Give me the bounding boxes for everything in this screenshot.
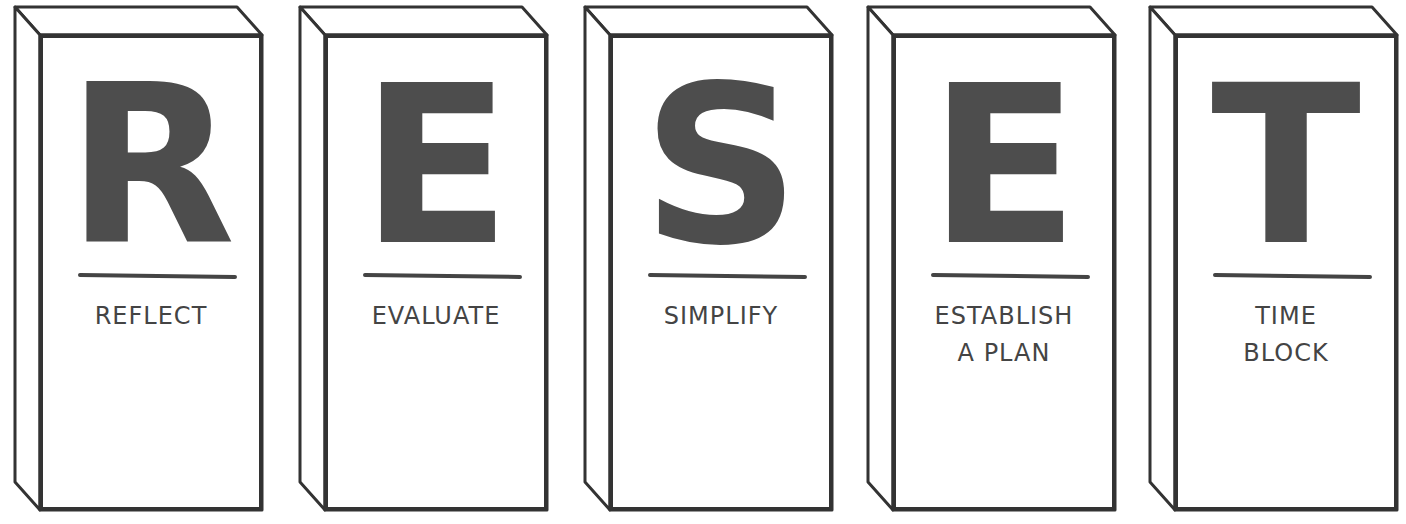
block-label: REFLECT <box>51 298 251 335</box>
block-label: TIME BLOCK <box>1231 298 1341 372</box>
block-side-face <box>1150 7 1175 510</box>
block-label: EVALUATE <box>336 298 536 335</box>
block-letter: E <box>896 56 1112 276</box>
block-label: SIMPLIFY <box>621 298 821 335</box>
block-side-face <box>15 7 40 510</box>
block-front-face <box>893 35 1115 510</box>
block-front-face <box>325 35 547 510</box>
block-side-face <box>300 7 325 510</box>
block-letter: T <box>1178 56 1394 276</box>
block-letter: E <box>328 56 544 276</box>
block-side-face <box>868 7 893 510</box>
block-top-face <box>300 7 547 35</box>
block-front-face <box>40 35 262 510</box>
block-top-face <box>15 7 262 35</box>
block-top-face <box>585 7 832 35</box>
pillar-block: E EVALUATE <box>325 35 547 510</box>
block-top-face <box>1150 7 1397 35</box>
block-letter: R <box>43 56 259 276</box>
block-front-face <box>1175 35 1397 510</box>
pillar-block: S SIMPLIFY <box>610 35 832 510</box>
block-label: ESTABLISH A PLAN <box>932 298 1077 372</box>
pillar-block: T TIME BLOCK <box>1175 35 1397 510</box>
pillar-block: E ESTABLISH A PLAN <box>893 35 1115 510</box>
pillar-block: R REFLECT <box>40 35 262 510</box>
block-top-face <box>868 7 1115 35</box>
block-front-face <box>610 35 832 510</box>
block-side-face <box>585 7 610 510</box>
block-letter: S <box>613 56 829 276</box>
